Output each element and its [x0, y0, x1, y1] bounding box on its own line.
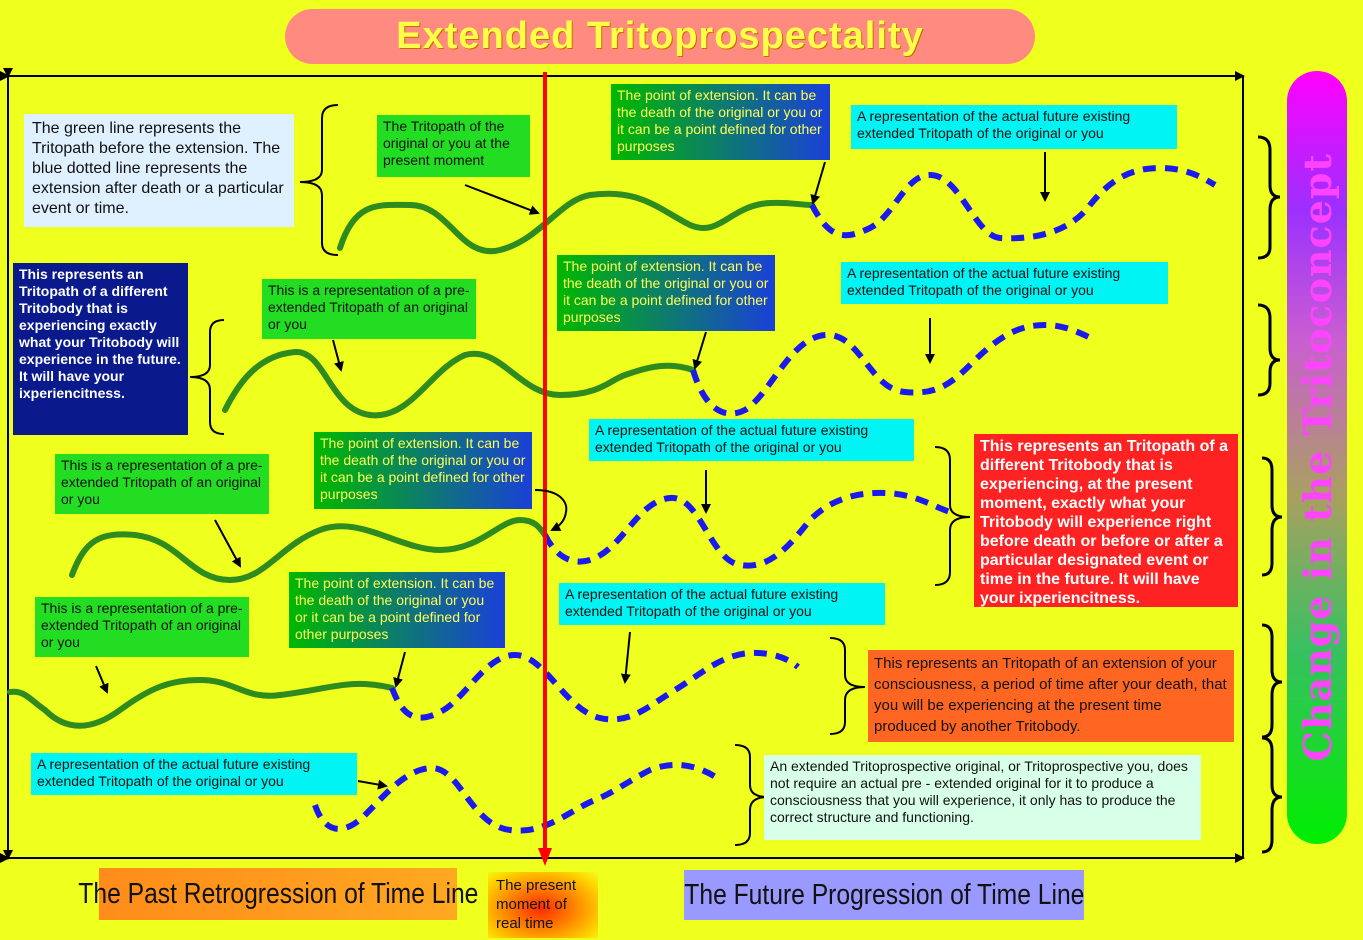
actual-future-note-5: A representation of the actual future ex…: [31, 753, 357, 795]
title-banner: Extended Tritoprospectality: [285, 9, 1035, 64]
past-timeline-label: The Past Retrogression of Time Line: [78, 868, 478, 920]
tritopath-row4-pre-extension: [7, 676, 395, 729]
pre-extended-note-1: This is a representation of a pre- exten…: [262, 279, 476, 339]
no-pre-extended-note: An extended Tritoprospective original, o…: [764, 755, 1201, 840]
extension-point-note-2: The point of extension. It can be the de…: [557, 255, 775, 331]
side-label: Change in the Tritoconcept: [1287, 71, 1347, 844]
different-tritobody-present-note: This represents an Tritopath of a differ…: [974, 434, 1238, 607]
different-tritobody-future-note: This represents an Tritopath of a differ…: [13, 263, 188, 435]
actual-future-note-1: A representation of the actual future ex…: [851, 105, 1177, 149]
tritopath-row1-extension: [809, 164, 1217, 242]
extension-point-note-3: The point of extension. It can be the de…: [314, 432, 532, 509]
label-braces: [189, 104, 971, 846]
actual-future-note-3: A representation of the actual future ex…: [589, 419, 914, 461]
pre-extended-note-2: This is a representation of a pre- exten…: [55, 454, 269, 514]
page-title: Extended Tritoprospectality: [396, 15, 924, 57]
future-timeline-label: The Future Progression of Time Line: [684, 870, 1084, 920]
tritopath-row4-extension: [389, 649, 800, 723]
actual-future-note-2: A representation of the actual future ex…: [841, 262, 1168, 304]
frame: [0, 68, 1245, 863]
green-line-note: The green line represents the Tritopath …: [24, 114, 294, 227]
present-moment-label: The present moment of real time: [488, 872, 598, 938]
tritopath-row3-extension: [542, 489, 952, 569]
past-timeline-text: The Past Retrogression of Time Line: [77, 877, 479, 910]
tritopath-row5-extension-only: [312, 761, 722, 834]
extension-consciousness-note: This represents an Tritopath of an exten…: [868, 650, 1234, 742]
extension-point-note-1: The point of extension. It can be the de…: [611, 84, 830, 160]
side-label-text: Change in the Tritoconcept: [1294, 153, 1340, 762]
tritopath-row2-extension: [690, 321, 1097, 417]
future-timeline-text: The Future Progression of Time Line: [683, 878, 1085, 911]
present-moment-note: The Tritopath of the original or you at …: [377, 115, 530, 177]
actual-future-note-4: A representation of the actual future ex…: [559, 583, 885, 625]
right-braces: [1257, 135, 1283, 854]
extension-point-note-4: The point of extension. It can be the de…: [289, 572, 505, 648]
tritopath-row1-pre-extension: [337, 190, 815, 255]
tritopath-row3-pre-extension: [69, 516, 548, 584]
side-label-pill: [1287, 71, 1347, 844]
present-moment-arrowhead: [538, 848, 552, 866]
pointer-arrows: [95, 152, 1050, 790]
pre-extended-note-3: This is a representation of a pre- exten…: [35, 597, 249, 657]
tritopath-row2-pre-extension: [222, 349, 696, 419]
